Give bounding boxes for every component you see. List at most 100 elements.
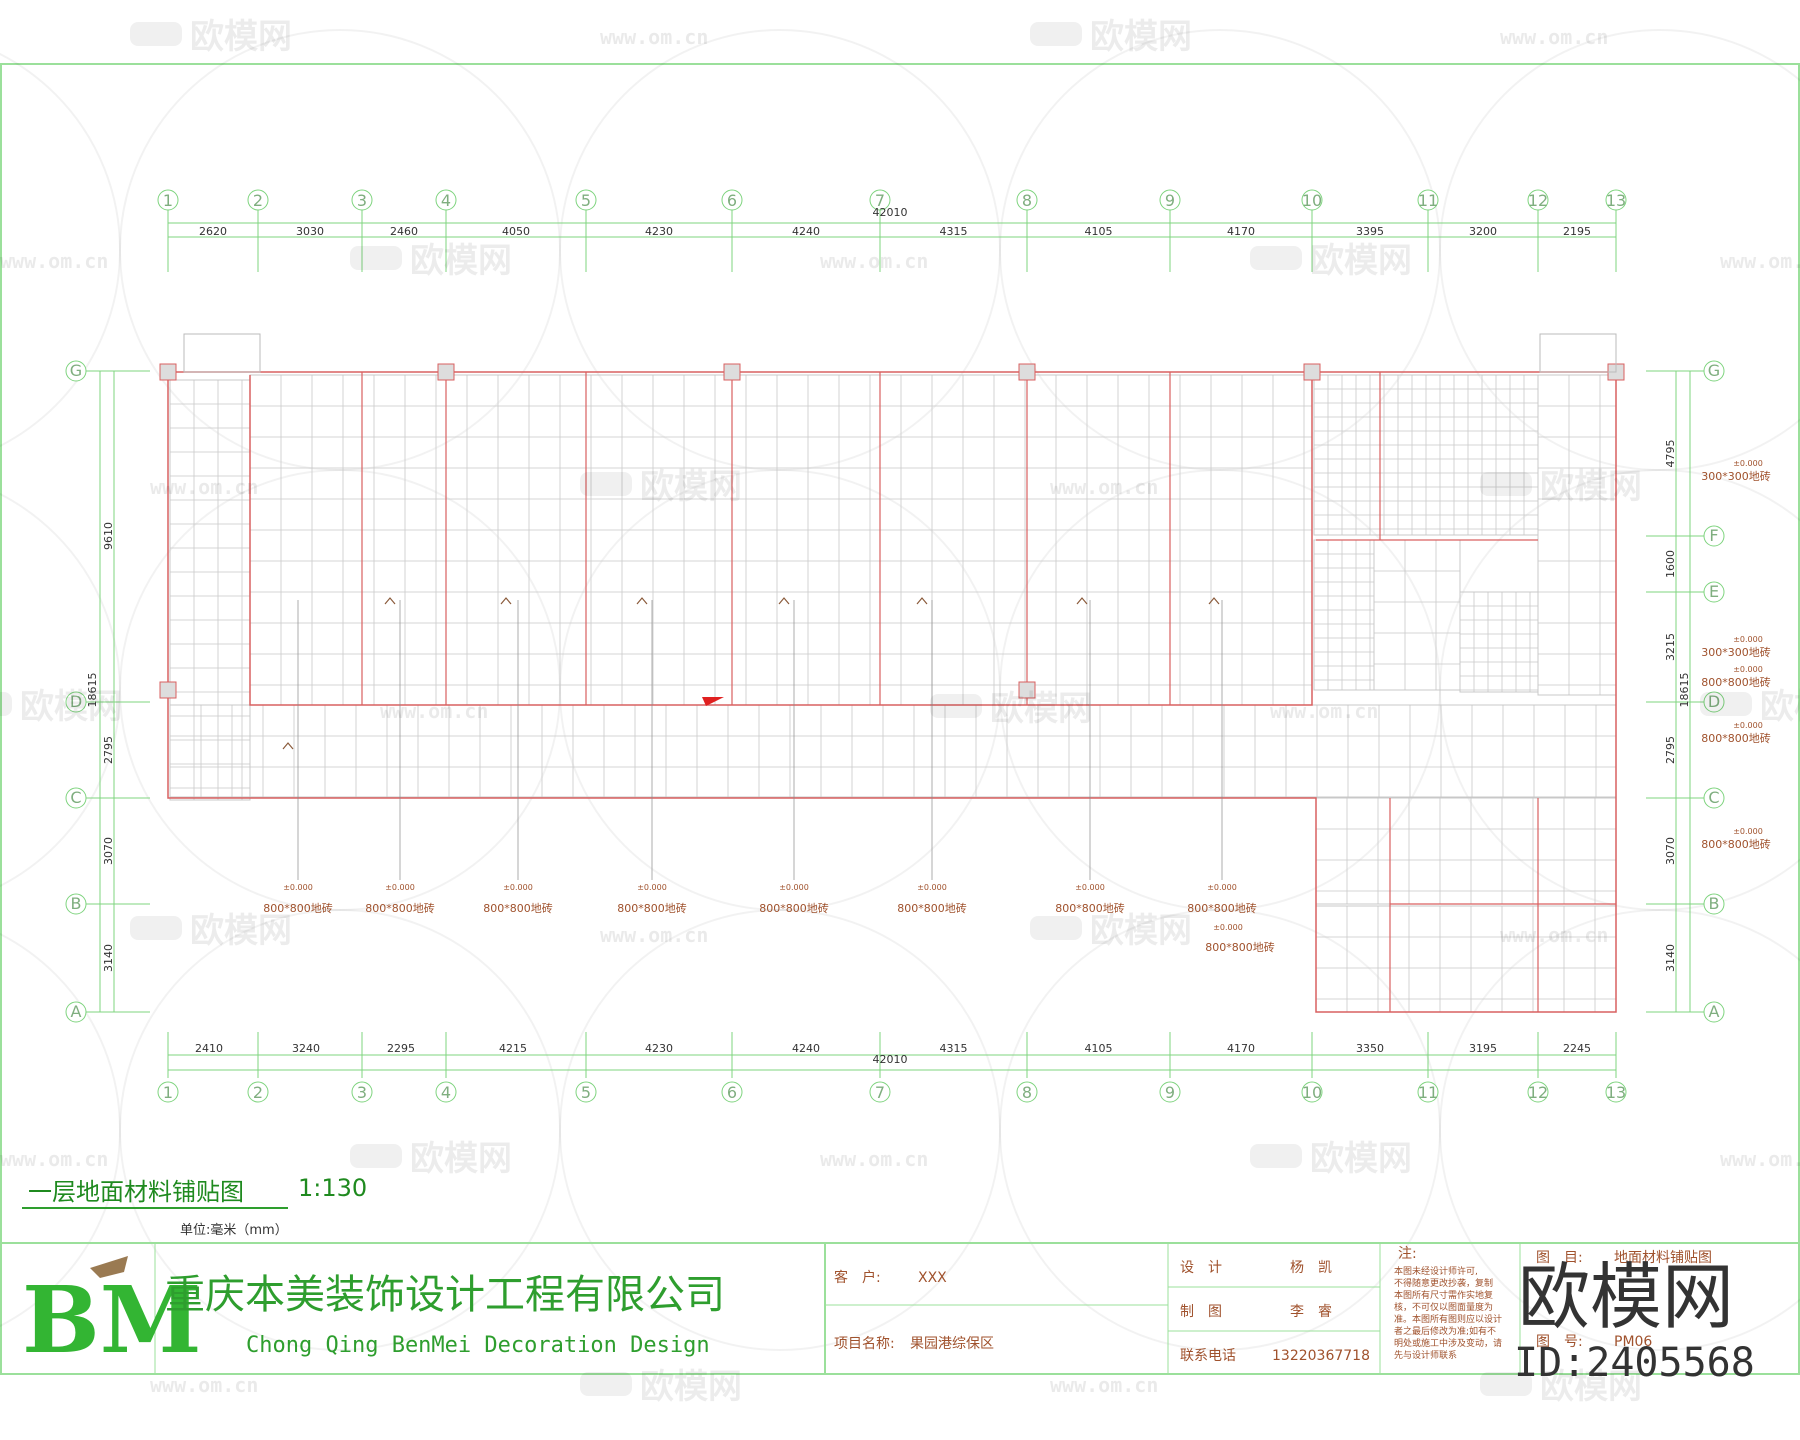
project-label: 项目名称:	[834, 1336, 895, 1352]
tile-area-room-a	[1315, 905, 1617, 1013]
axis-label-bottom: 7	[875, 1083, 885, 1102]
axis-label-top: 8	[1022, 191, 1032, 210]
dim-right: 1600	[1664, 550, 1677, 578]
url-watermark: www.om.cn	[0, 249, 108, 273]
row-bubble	[65, 893, 87, 915]
tile-border	[1373, 539, 1461, 691]
level-arrow	[282, 742, 294, 750]
watermark-arc	[0, 932, 121, 1328]
row-bubble	[65, 691, 87, 713]
structural-column	[1018, 363, 1036, 381]
dim-right: 4795	[1664, 440, 1677, 468]
axis-bubble	[435, 1081, 457, 1103]
brand-watermark-icon	[350, 246, 402, 270]
watermark-arc	[999, 29, 1441, 471]
row-bubble	[65, 1001, 87, 1023]
material-label: 800*800地砖	[365, 901, 435, 915]
dim-top: 4315	[940, 225, 968, 238]
phone-value: 13220367718	[1272, 1348, 1370, 1364]
axis-bubble	[1527, 1081, 1549, 1103]
brand-watermark: 欧模网	[1760, 687, 1800, 727]
axis-bubble	[351, 1081, 373, 1103]
draw-label: 制 图	[1180, 1304, 1222, 1320]
material-label: 800*800地砖	[897, 901, 967, 915]
tile-area-small-c	[1459, 591, 1539, 693]
note-line: 核，不可仅以图面量度为	[1394, 1301, 1493, 1313]
tile-border	[1459, 591, 1539, 693]
material-label: 800*800地砖	[1187, 901, 1257, 915]
sheet-no-value: PM06	[1614, 1334, 1652, 1350]
level-label: ±0.000	[637, 883, 667, 892]
stair-right	[1539, 333, 1617, 373]
project-value: 果园港综保区	[910, 1336, 994, 1352]
axis-label-top: 10	[1302, 191, 1322, 210]
brand-watermark: 欧模网	[1090, 17, 1192, 57]
drawing-scale: 1:130	[298, 1174, 367, 1202]
row-bubble	[1703, 1001, 1725, 1023]
brand-watermark-icon	[930, 694, 982, 718]
sheet-title-label: 图 目:	[1536, 1250, 1583, 1266]
url-watermark: www.om.cn	[380, 699, 488, 723]
row-label-left: A	[71, 1002, 82, 1021]
dim-top: 4050	[502, 225, 530, 238]
brand-watermark-icon	[1480, 1372, 1532, 1396]
material-label: 300*300地砖	[1701, 469, 1771, 483]
dim-left-top: 9610	[102, 522, 115, 550]
brand-watermark-icon	[1030, 22, 1082, 46]
url-watermark: www.om.cn	[1500, 923, 1608, 947]
axis-label-bottom: 9	[1165, 1083, 1175, 1102]
design-value: 杨 凯	[1290, 1260, 1332, 1276]
dim-bottom: 2295	[387, 1042, 415, 1055]
dim-bottom: 2245	[1563, 1042, 1591, 1055]
axis-bubble	[435, 189, 457, 211]
axis-bubble	[1417, 1081, 1439, 1103]
floor-plan	[159, 333, 1625, 1013]
dim-bottom: 4215	[499, 1042, 527, 1055]
level-label: ±0.000	[1213, 923, 1243, 932]
dim-bottom: 3195	[1469, 1042, 1497, 1055]
note-line: 明处或施工中涉及变动，请	[1394, 1337, 1502, 1349]
level-label: ±0.000	[1075, 883, 1105, 892]
axis-label-top: 3	[357, 191, 367, 210]
brand-watermark-icon	[580, 1372, 632, 1396]
row-label-right: F	[1709, 526, 1718, 545]
row-label-left: B	[71, 894, 82, 913]
brand-watermark-icon	[580, 472, 632, 496]
axis-label-bottom: 5	[581, 1083, 591, 1102]
axis-label-top: 13	[1606, 191, 1626, 210]
axis-bubble	[1159, 189, 1181, 211]
dim-bottom-total: 42010	[873, 1053, 908, 1066]
axis-bubble	[869, 1081, 891, 1103]
dim-left: 2795	[102, 736, 115, 764]
level-label: ±0.000	[1207, 883, 1237, 892]
note-line: 本图未经设计师许可,	[1394, 1265, 1478, 1277]
dim-bottom: 3350	[1356, 1042, 1384, 1055]
watermark-arc	[1439, 909, 1800, 1351]
watermark-arc	[119, 909, 561, 1351]
tile-border	[1315, 797, 1617, 905]
brand-watermark: 欧模网	[190, 911, 292, 951]
level-arrow	[778, 597, 790, 605]
material-labels: ±0.000 800*800地砖 ±0.000 800*800地砖 ±0.000 800*…	[263, 459, 1771, 954]
axis-label-top: 11	[1418, 191, 1438, 210]
tile-area-small-b	[1313, 539, 1375, 691]
material-label: 800*800地砖	[1055, 901, 1125, 915]
axis-label-bottom: 10	[1302, 1083, 1322, 1102]
axis-bubble	[721, 1081, 743, 1103]
watermark-arc	[0, 492, 121, 888]
dim-bottom: 4230	[645, 1042, 673, 1055]
material-label: 800*800地砖	[1205, 940, 1275, 954]
dim-bottom: 4240	[792, 1042, 820, 1055]
logo-text: BM	[22, 1266, 202, 1374]
axis-bubble	[1016, 1081, 1038, 1103]
drawing-title: 一层地面材料铺贴图 1:130 单位:毫米（mm）	[22, 1174, 367, 1238]
watermark-arc	[559, 29, 1001, 471]
axis-label-bottom: 12	[1528, 1083, 1548, 1102]
level-arrow	[1208, 597, 1220, 605]
dim-right-total: 18615	[1678, 673, 1691, 708]
structural-column	[437, 363, 455, 381]
brand-watermark: 欧模网	[1540, 1367, 1642, 1407]
structural-column	[159, 363, 177, 381]
axis-bubble	[247, 189, 269, 211]
